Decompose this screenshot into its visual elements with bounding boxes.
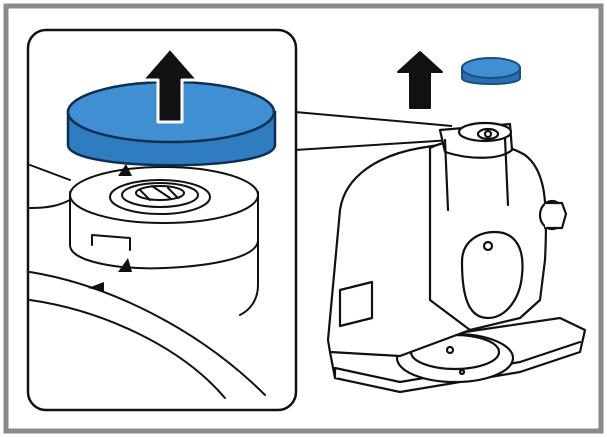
small-blue-cap xyxy=(461,57,521,85)
alignment-markers xyxy=(88,164,132,292)
up-arrow-icon xyxy=(140,46,200,124)
up-arrow-icon xyxy=(397,51,443,109)
zoom-detail xyxy=(29,164,266,399)
appliance-stand xyxy=(326,121,587,394)
callout-lines xyxy=(294,111,453,151)
